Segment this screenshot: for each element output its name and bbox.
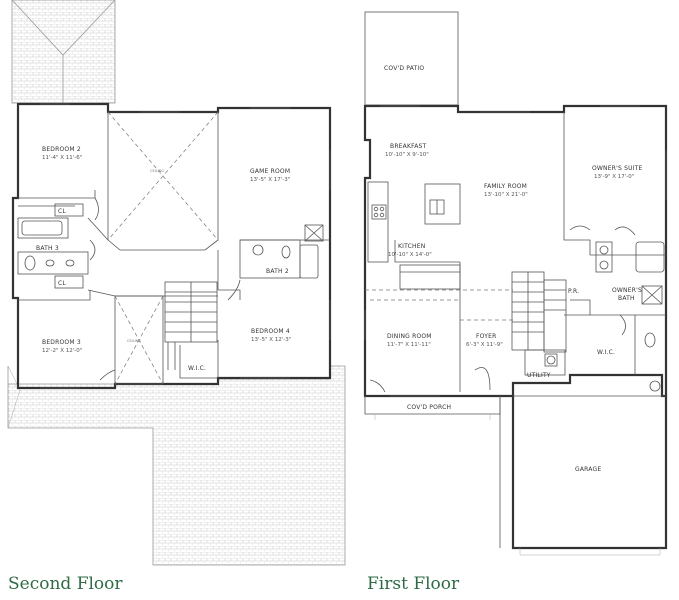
svg-text:CEILING: CEILING — [150, 169, 164, 173]
family-room-dim: 13'-10" X 21'-0" — [484, 192, 528, 198]
svg-text:CEILING: CEILING — [127, 339, 141, 343]
owners-suite-label: OWNER'S SUITE — [592, 165, 643, 172]
utility-label: UTILITY — [527, 372, 551, 379]
bedroom4-dim: 13'-5" X 12'-3" — [251, 337, 291, 343]
roof-top-second — [11, 0, 116, 104]
bedroom2-dim: 11'-4" X 11'-6" — [42, 155, 82, 161]
garage-label: GARAGE — [575, 466, 601, 473]
wic-second-label: W.I.C. — [188, 365, 206, 372]
bath3-label: BATH 3 — [36, 245, 59, 252]
roof-lower-second — [7, 365, 346, 566]
kitchen-label: KITCHEN — [398, 243, 425, 250]
foyer-dim: 6'-3" X 11'-9" — [466, 342, 503, 348]
pr-label: P.R. — [568, 288, 579, 295]
patio-label: COV'D PATIO — [384, 65, 424, 72]
owners-bath-label-1: OWNER'S — [612, 287, 642, 294]
stairs-second — [164, 281, 218, 370]
patio-area — [364, 11, 459, 106]
bedroom3-label: BEDROOM 3 — [42, 339, 81, 346]
breakfast-dim: 10'-10" X 9'-10" — [385, 152, 429, 158]
breakfast-label: BREAKFAST — [390, 143, 427, 150]
first-floor-plan: COV'D PATIO BREAKFAST 10'-10" X 9'-10" F… — [363, 11, 668, 556]
garage-outline — [499, 395, 668, 556]
owners-bath-label-2: BATH — [618, 295, 635, 302]
closet-label-1: CL — [58, 208, 66, 215]
kitchen-dim: 10'-10" X 14'-0" — [388, 252, 432, 258]
bath2-label: BATH 2 — [266, 268, 289, 275]
vaulted-ceiling-foyer: CEILING — [114, 295, 164, 385]
bedroom4-label: BEDROOM 4 — [251, 328, 290, 335]
vaulted-ceiling-game: CEILING — [107, 111, 219, 251]
second-floor-plan: CEILING CL CL — [7, 0, 346, 566]
foyer-label: FOYER — [476, 333, 496, 340]
closet-label-2: CL — [58, 280, 66, 287]
dining-room-dim: 11'-7" X 11'-11" — [387, 342, 431, 348]
first-floor-title: First Floor — [367, 574, 460, 594]
owners-suite-dim: 13'-9" X 17'-0" — [594, 174, 634, 180]
family-room-label: FAMILY ROOM — [484, 183, 527, 190]
game-room-label: GAME ROOM — [250, 168, 290, 175]
second-floor-title: Second Floor — [8, 574, 123, 594]
dining-room-label: DINING ROOM — [387, 333, 432, 340]
porch-label: COV'D PORCH — [407, 404, 451, 411]
bedroom3-dim: 12'-2" X 12'-0" — [42, 348, 82, 354]
bedroom2-label: BEDROOM 2 — [42, 146, 81, 153]
stairs-first — [511, 271, 567, 353]
wic-first-label: W.I.C. — [597, 349, 615, 356]
game-room-dim: 13'-5" X 17'-3" — [250, 177, 290, 183]
